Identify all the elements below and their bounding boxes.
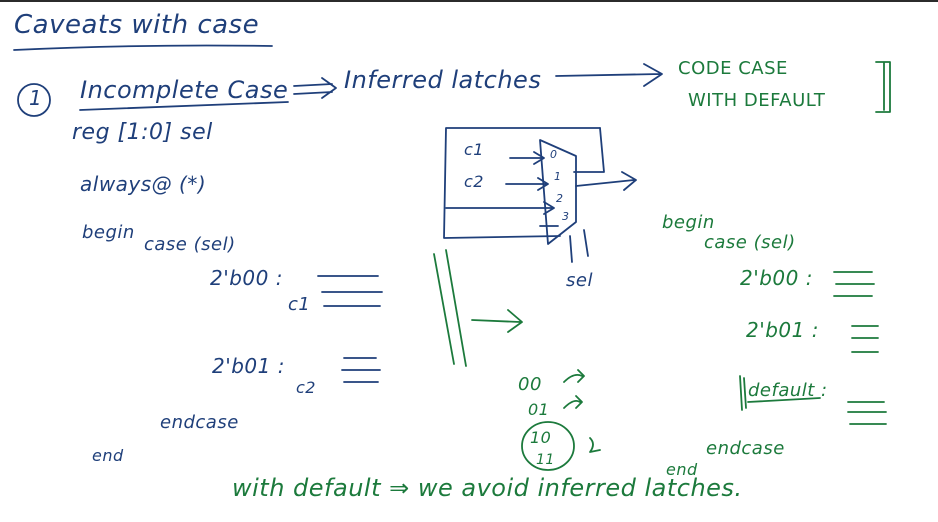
c1-equiv-lines <box>317 275 383 307</box>
point-number-circle <box>17 83 51 117</box>
latch-bits-00: 00 <box>518 374 542 395</box>
right-case-statement: case (sel) <box>704 232 796 253</box>
right-begin-keyword: begin <box>662 212 715 233</box>
mux-output-arrow <box>575 171 637 191</box>
default-underline <box>747 397 821 403</box>
code-case-bracket <box>875 61 891 113</box>
right-case-option-01: 2'b01 : <box>746 318 819 342</box>
c2-assignment: c2 <box>296 378 316 397</box>
opt1-equiv-lines <box>833 271 875 297</box>
endcase-keyword: endcase <box>160 412 239 433</box>
top-border <box>0 0 938 2</box>
point-number: 1 <box>29 86 43 110</box>
always-block: always@ (*) <box>80 172 207 196</box>
right-default-keyword: default : <box>748 380 828 401</box>
double-vertical-line <box>433 249 467 367</box>
check-mark-00 <box>563 369 585 383</box>
mux-index-0: 0 <box>550 148 558 161</box>
right-case-option-00: 2'b00 : <box>740 266 813 290</box>
case-option-01: 2'b01 : <box>212 354 285 378</box>
feedback-top <box>573 127 605 173</box>
opt2-equiv-lines <box>851 325 879 353</box>
mux-select-label: sel <box>566 270 593 291</box>
conclusion-text: with default ⇒ we avoid inferred latches… <box>232 474 743 502</box>
mux-input-c1: c1 <box>464 140 484 159</box>
mux-index-1: 1 <box>554 170 562 183</box>
reg-declaration: reg [1:0] sel <box>72 120 213 145</box>
right-end-keyword: end <box>666 460 698 479</box>
mux-body <box>539 139 577 245</box>
begin-keyword: begin <box>82 222 135 243</box>
code-case-line1: CODE CASE <box>678 58 788 79</box>
long-arrow <box>555 63 663 87</box>
mux-index-3: 3 <box>562 210 570 223</box>
case-statement: case (sel) <box>144 234 236 255</box>
input-arrow-c2 <box>505 177 549 191</box>
mux-index-2: 2 <box>556 192 564 205</box>
missing-cases-circle <box>521 421 575 471</box>
latch-bits-10: 10 <box>530 428 552 447</box>
code-case-line2: WITH DEFAULT <box>688 90 826 111</box>
title-underline <box>13 44 273 51</box>
inferred-latches-text: Inferred latches <box>344 66 542 94</box>
select-lines <box>569 229 589 263</box>
c1-assignment: c1 <box>288 294 311 315</box>
check-mark-01 <box>563 395 583 409</box>
right-endcase-keyword: endcase <box>706 438 785 459</box>
heading-underline <box>79 101 289 111</box>
latch-bits-11: 11 <box>536 452 555 468</box>
end-keyword: end <box>92 446 124 465</box>
input-arrow-2 <box>445 201 555 215</box>
green-arrow <box>471 309 523 333</box>
c2-equiv-lines <box>341 357 381 383</box>
implies-arrow <box>293 77 337 99</box>
case-option-00: 2'b00 : <box>210 266 283 290</box>
heading-incomplete-case: Incomplete Case <box>80 76 289 104</box>
missing-arrow <box>589 437 601 453</box>
default-highlight-bar <box>739 375 747 411</box>
default-equiv-lines <box>847 401 887 425</box>
feedback-loop <box>443 127 601 239</box>
mux-input-c2: c2 <box>464 172 484 191</box>
latch-bits-01: 01 <box>528 400 550 419</box>
page-title: Caveats with case <box>14 10 260 40</box>
input-arrow-c1 <box>509 151 545 165</box>
